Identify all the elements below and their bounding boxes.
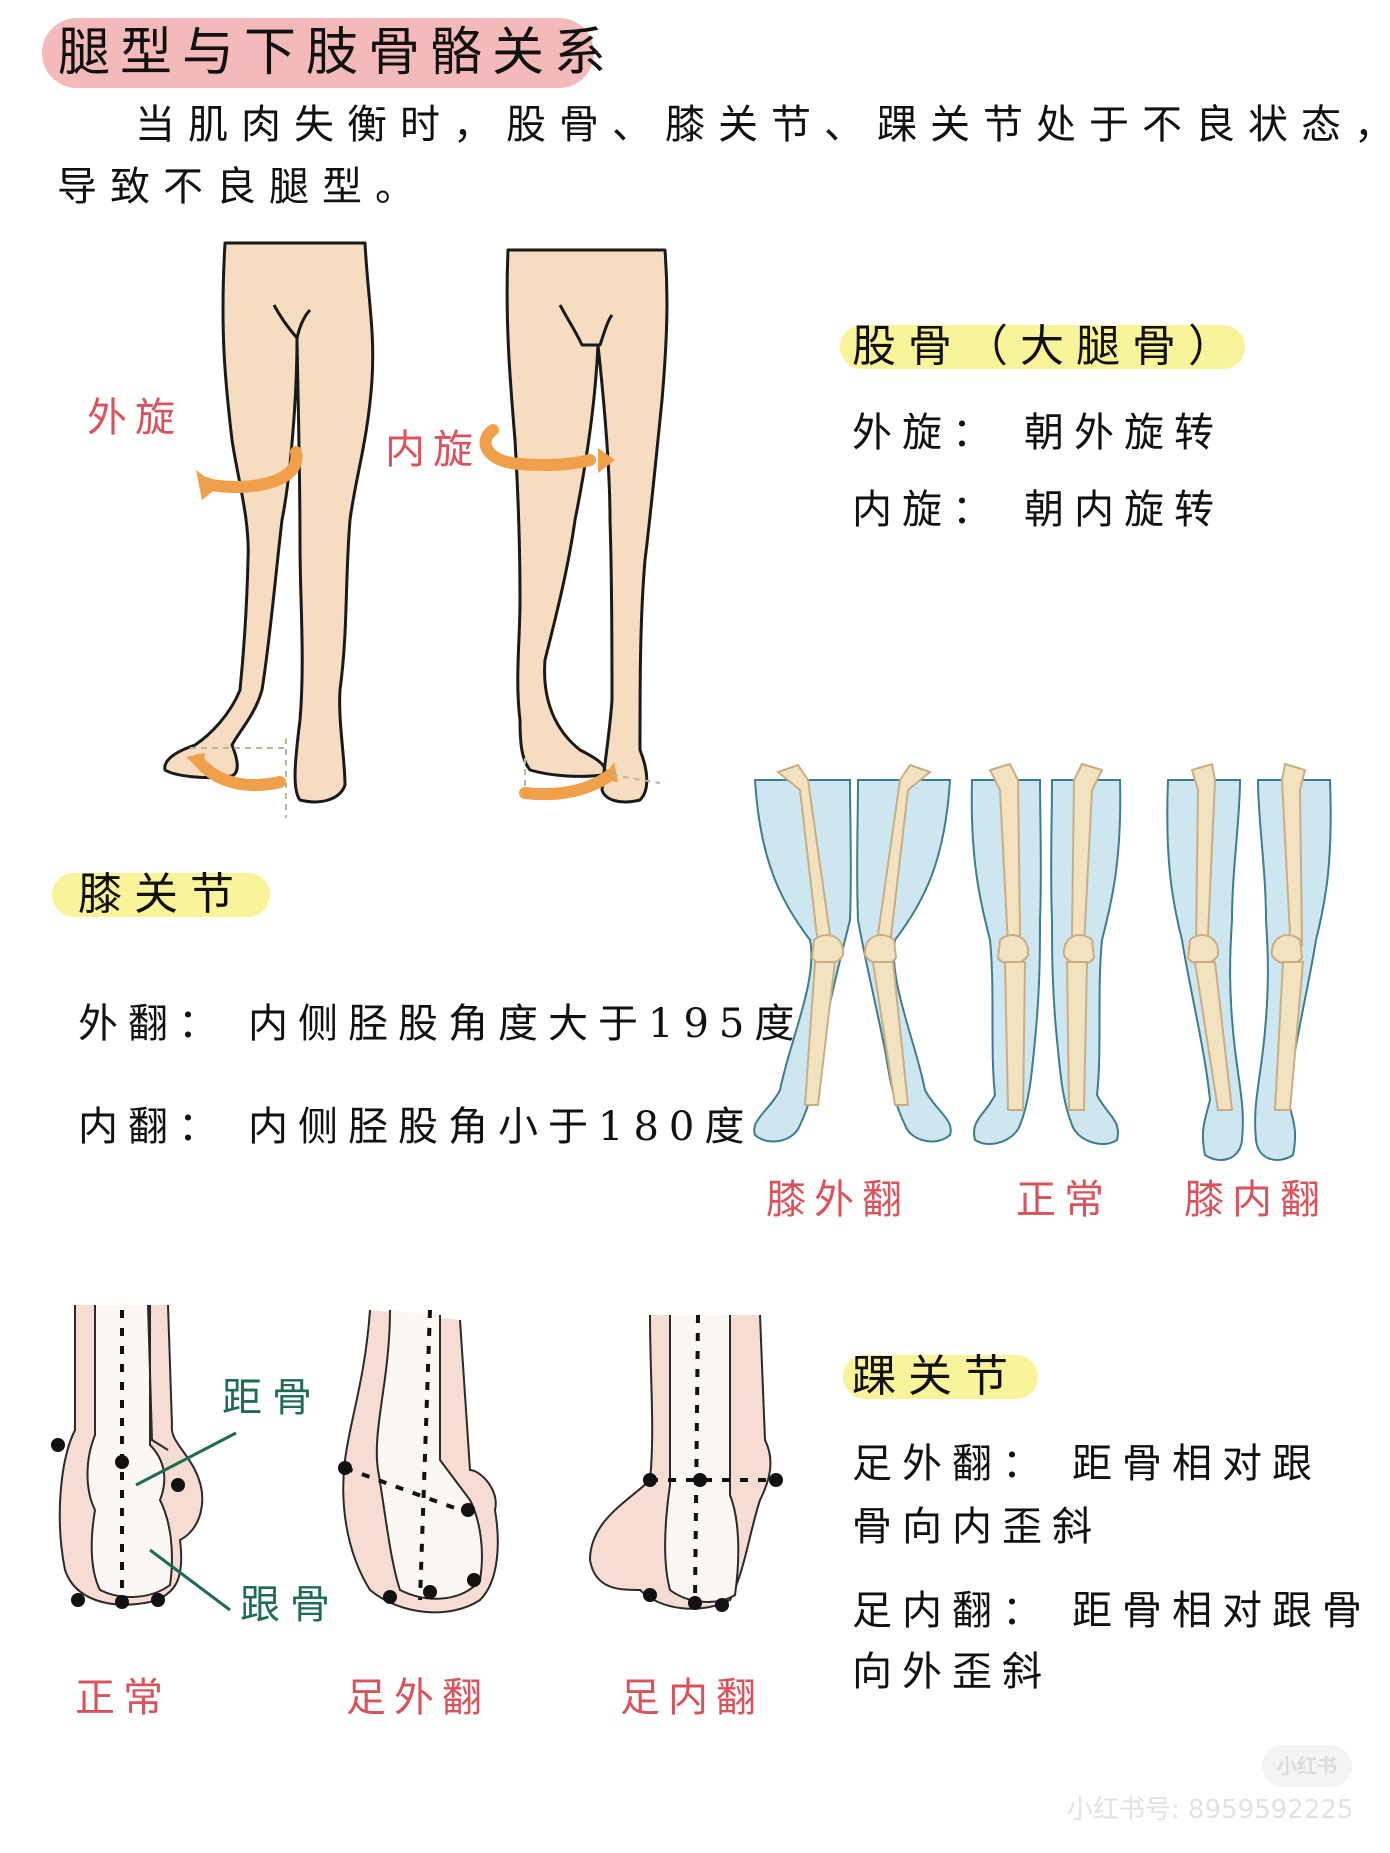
watermark-badge: 小红书 [1262, 1745, 1352, 1787]
knee-valgus-label: 膝外翻 [766, 1177, 910, 1223]
knee-heading: 膝关节 [78, 869, 246, 920]
femur-internal-rotation-label: 内旋 [385, 427, 481, 473]
ankle-item-2-desc-line1: 距骨相对跟骨 [1072, 1588, 1372, 1634]
femur-item-1: 外旋： 朝外旋转 [852, 409, 1224, 457]
knee-item-2: 内翻： 内侧胫股角小于180度 [78, 1103, 754, 1151]
ankle-eversion-label: 足外翻 [346, 1675, 490, 1721]
knee-item-2-term: 内翻： [78, 1104, 228, 1150]
femur-item-1-term: 外旋： [852, 410, 1002, 456]
watermark-account: 小红书号: 8959592225 [1067, 1795, 1354, 1825]
ankle-item-1: 足外翻： 距骨相对跟 [852, 1440, 1322, 1488]
knee-heading-highlight [52, 873, 270, 917]
ankle-item-1-desc-line2: 骨向内歪斜 [852, 1504, 1102, 1550]
knee-item-1-term: 外翻： [78, 1001, 228, 1047]
talus-label: 距骨 [222, 1375, 322, 1421]
femur-heading: 股骨（大腿骨） [852, 321, 1244, 372]
ankle-item-2-term: 足内翻： [852, 1588, 1052, 1634]
ankle-heading-highlight [843, 1355, 1038, 1399]
femur-rotation-figure [163, 241, 669, 818]
knee-item-1: 外翻： 内侧胫股角度大于195度 [78, 1000, 804, 1048]
ankle-normal-label: 正常 [75, 1675, 171, 1721]
femur-item-2: 内旋： 朝内旋转 [852, 486, 1224, 534]
femur-item-2-desc: 朝内旋转 [1024, 487, 1224, 533]
ankle-item-2: 足内翻： 距骨相对跟骨 [852, 1587, 1372, 1635]
calcaneus-label: 跟骨 [240, 1582, 340, 1628]
knee-item-1-desc: 内侧胫股角度大于195度 [248, 1001, 805, 1047]
ankle-item-1-desc-line1: 距骨相对跟 [1072, 1441, 1322, 1487]
knee-varus-label: 膝内翻 [1184, 1177, 1328, 1223]
page-title: 腿型与下肢骨骼关系 [58, 23, 617, 83]
ankle-heading: 踝关节 [852, 1351, 1020, 1402]
knee-item-2-desc: 内侧胫股角小于180度 [248, 1104, 755, 1150]
intro-line-2: 导致不良腿型。 [57, 164, 428, 210]
ankle-inversion-label: 足内翻 [620, 1675, 764, 1721]
knee-alignment-figure [753, 762, 1332, 1161]
femur-heading-highlight [840, 325, 1245, 369]
intro-line-1: 当肌肉失衡时，股骨、膝关节、踝关节处于不良状态， [135, 102, 1390, 148]
title-pill [42, 18, 594, 88]
ankle-item-1-term: 足外翻： [852, 1441, 1052, 1487]
ankle-item-2-desc-line2: 向外歪斜 [852, 1649, 1052, 1695]
femur-item-1-desc: 朝外旋转 [1024, 410, 1224, 456]
ankle-alignment-figure [51, 1304, 783, 1614]
knee-normal-label: 正常 [1016, 1177, 1112, 1223]
femur-external-rotation-label: 外旋 [87, 395, 183, 441]
femur-item-2-term: 内旋： [852, 487, 1002, 533]
